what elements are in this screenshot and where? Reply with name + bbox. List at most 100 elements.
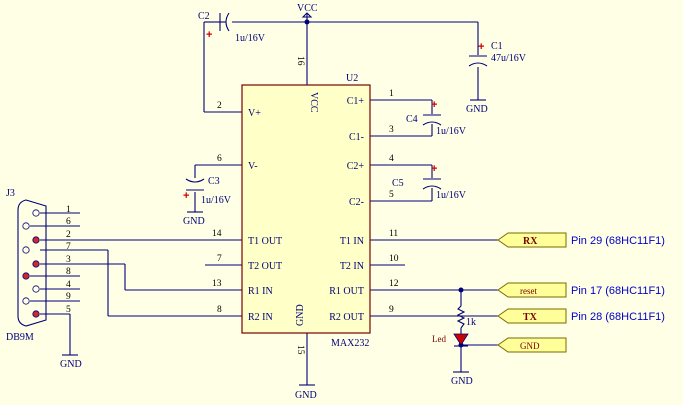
capacitor-c4: + C4 1u/16V — [406, 99, 467, 137]
c5-ref: C5 — [392, 178, 404, 189]
db9-pin-num: 6 — [66, 217, 71, 227]
gnd-symbol-c3: GND — [183, 211, 205, 227]
pin-num-2: 2 — [217, 101, 222, 111]
pin-num-11: 11 — [389, 229, 398, 239]
db9-pin-hole — [22, 297, 30, 305]
db9-pin-num: 1 — [66, 205, 71, 215]
capacitor-c1: + C1 47u/16V — [468, 41, 527, 67]
port-reset: reset Pin 17 (68HC11F1) — [497, 282, 665, 298]
pin-label-c2minus: C2- — [349, 197, 364, 208]
gnd-symbol-ic: GND — [295, 384, 317, 401]
pin-num-4: 4 — [389, 154, 394, 164]
junction-vcc — [304, 19, 310, 25]
port-reset-dest: Pin 17 (68HC11F1) — [571, 285, 665, 297]
junction-reset — [458, 287, 464, 293]
gnd-symbol-led: GND — [451, 371, 473, 387]
svg-text:GND: GND — [466, 104, 488, 115]
port-rx: RX Pin 29 (68HC11F1) — [497, 232, 665, 248]
port-rx-label: RX — [523, 236, 538, 247]
polarity-plus-icon: + — [183, 190, 189, 202]
db9-ref: J3 — [6, 188, 15, 199]
vcc-label: VCC — [297, 3, 318, 14]
pin-label-t2out: T2 OUT — [248, 261, 282, 272]
polarity-plus-icon: + — [431, 99, 437, 111]
vcc-arrow-icon — [301, 12, 313, 18]
led-label: Led — [432, 334, 446, 344]
db9-pin-num: 3 — [66, 255, 71, 265]
svg-text:GND: GND — [60, 359, 82, 370]
port-gnd-label: GND — [520, 341, 540, 351]
capacitor-c5: + C5 1u/16V — [392, 163, 467, 201]
ic-body — [241, 84, 371, 334]
resistor-1k: 1k — [456, 305, 476, 329]
db9-pin-hole — [22, 222, 30, 230]
db9-pin-num: 2 — [66, 230, 71, 240]
port-tx-label: TX — [523, 312, 538, 323]
c4-value: 1u/16V — [436, 126, 467, 137]
ic-ref: U2 — [346, 73, 358, 84]
pin-num-1: 1 — [389, 89, 394, 99]
port-rx-dest: Pin 29 (68HC11F1) — [571, 235, 665, 247]
c3-ref: C3 — [208, 176, 220, 187]
pin-num-12: 12 — [389, 279, 399, 289]
db9-pin-hole — [32, 310, 40, 318]
c1-value: 47u/16V — [491, 53, 527, 64]
db9-pin-num: 7 — [66, 242, 71, 252]
led: Led — [432, 333, 469, 347]
svg-text:GND: GND — [295, 390, 317, 401]
pin-num-14: 14 — [212, 229, 222, 239]
pin-label-r1out: R1 OUT — [329, 286, 364, 297]
db9-pin-hole — [32, 209, 40, 217]
polarity-plus-icon: + — [478, 41, 484, 53]
capacitor-c2: + C2 1u/16V — [198, 11, 266, 44]
db9-connector: J3 DB9M 1 6 2 7 3 8 4 9 5 — [6, 188, 80, 343]
pin-num-7: 7 — [217, 254, 222, 264]
pin-num-10: 10 — [389, 254, 399, 264]
pin-label-t1in: T1 IN — [340, 236, 364, 247]
pin-label-t1out: T1 OUT — [248, 236, 282, 247]
polarity-plus-icon: + — [431, 163, 437, 175]
c2-ref: C2 — [198, 11, 210, 22]
c5-value: 1u/16V — [436, 190, 467, 201]
db9-pin-hole — [32, 236, 40, 244]
pin-num-3: 3 — [389, 125, 394, 135]
pin-label-r2out: R2 OUT — [329, 312, 364, 323]
resistor-value: 1k — [466, 317, 476, 328]
pin-label-vminus: V- — [248, 161, 258, 172]
svg-text:GND: GND — [183, 216, 205, 227]
pin-label-vcc: VCC — [308, 92, 319, 113]
pin-label-vplus: V+ — [248, 108, 261, 119]
db9-pin-num: 9 — [66, 292, 71, 302]
pin-label-c2plus: C2+ — [347, 161, 365, 172]
ic-right-pins: C1+ 1 C1- 3 C2+ 4 C2- 5 T1 IN 11 T2 IN 1… — [329, 89, 398, 323]
db9-pin-hole — [22, 246, 30, 254]
capacitor-c3: + C3 1u/16V — [183, 176, 232, 206]
pin-num-8: 8 — [217, 305, 222, 315]
svg-text:GND: GND — [451, 376, 473, 387]
led-diode-icon — [453, 333, 469, 346]
pin-num-15: 15 — [295, 345, 305, 355]
pin-num-9: 9 — [389, 305, 394, 315]
pin-num-6: 6 — [217, 154, 222, 164]
port-tx-dest: Pin 28 (68HC11F1) — [571, 311, 665, 323]
db9-pin-hole — [32, 260, 40, 268]
db9-pin-num: 5 — [66, 305, 71, 315]
c2-value: 1u/16V — [235, 33, 266, 44]
pin-label-t2in: T2 IN — [340, 261, 364, 272]
db9-pin-num: 4 — [66, 280, 71, 290]
pin-label-c1minus: C1- — [349, 132, 364, 143]
pin-label-r1in: R1 IN — [248, 286, 273, 297]
db9-part: DB9M — [6, 332, 34, 343]
pin-num-5: 5 — [389, 190, 394, 200]
gnd-symbol-c1: GND — [466, 99, 488, 115]
port-gnd: GND — [497, 337, 567, 353]
wires — [40, 14, 498, 385]
ic-left-pins: V+ 2 V- 6 T1 OUT 14 T2 OUT 7 R1 IN 13 R2… — [212, 101, 282, 323]
polarity-plus-icon: + — [206, 29, 212, 41]
pin-label-c1plus: C1+ — [347, 96, 365, 107]
c4-ref: C4 — [406, 114, 418, 125]
db9-pin-hole — [32, 285, 40, 293]
gnd-symbol-db9: GND — [60, 354, 82, 370]
port-reset-label: reset — [520, 286, 537, 296]
